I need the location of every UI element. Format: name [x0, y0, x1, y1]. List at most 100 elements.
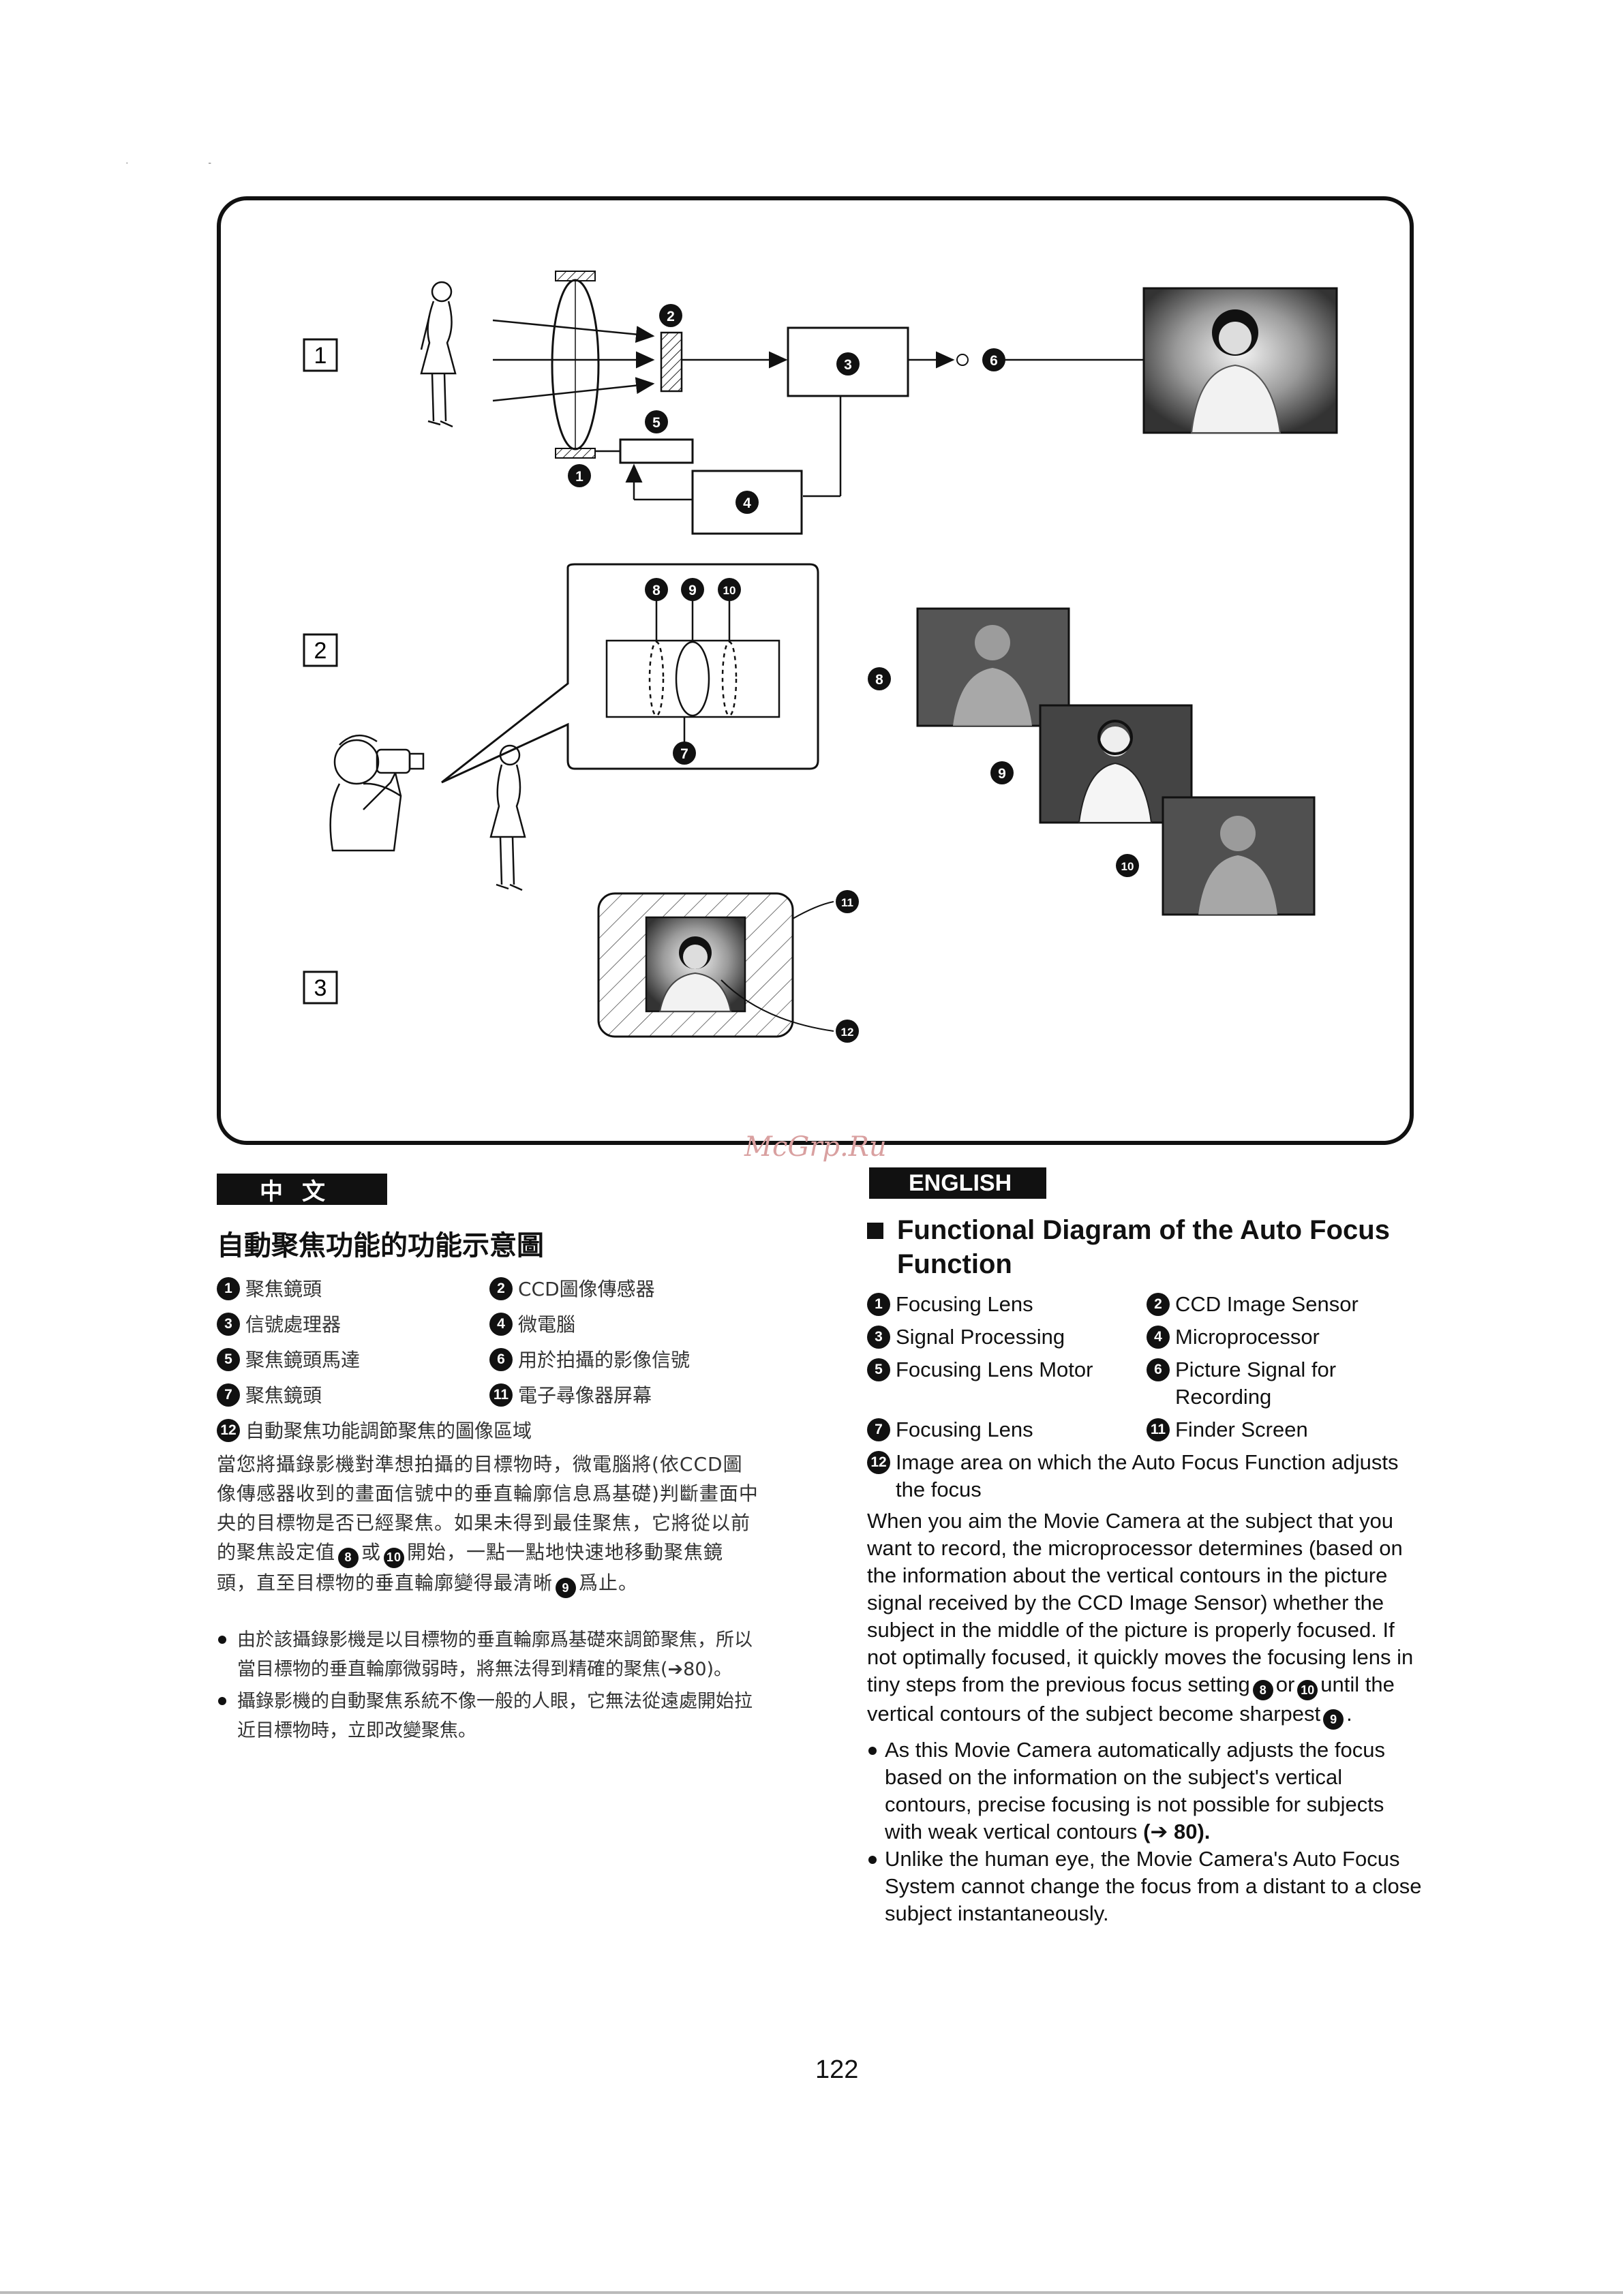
zh-note-text: 由於該攝錄影機是以目標物的垂直輪廓爲基礎來調節聚焦，所以當目標物的垂直輪廓微弱時…	[237, 1629, 753, 1680]
english-description: When you aim the Movie Camera at the sub…	[867, 1507, 1426, 1730]
english-notes: As this Movie Camera automatically adjus…	[867, 1736, 1426, 1927]
zh-legend-text: 自動聚焦功能調節聚焦的圖像區域	[245, 1420, 532, 1442]
row-label-2: 2	[303, 633, 338, 667]
number-badge: 8	[338, 1547, 359, 1568]
bullet-dot	[218, 1697, 226, 1705]
number-badge: 7	[217, 1383, 240, 1407]
marker-8-photo: 8	[868, 667, 891, 690]
focus-photo-9	[1039, 704, 1193, 824]
en-legend-item: 12 Image area on which the Auto Focus Fun…	[867, 1449, 1419, 1503]
number-badge: 10	[384, 1547, 405, 1568]
en-para-part: .	[1346, 1702, 1352, 1726]
focusing-lens-7	[605, 595, 780, 747]
marker-6-label: 6	[990, 353, 998, 369]
number-badge: 9	[1323, 1709, 1344, 1730]
number-badge: 12	[217, 1419, 240, 1442]
lens-motor-box	[619, 438, 694, 464]
focus-photo-8	[916, 607, 1070, 727]
en-legend-text: Picture Signal for Recording	[1175, 1358, 1337, 1409]
marker-12: 12	[836, 1020, 859, 1043]
chinese-section-header: 中文	[217, 1174, 387, 1205]
marker-4: 4	[735, 491, 759, 514]
number-badge: 8	[1252, 1680, 1273, 1700]
zh-note-text: 攝錄影機的自動聚焦系統不像一般的人眼，它無法從遠處開始拉近目標物時，立即改變聚焦…	[237, 1691, 753, 1741]
marker-5-label: 5	[652, 415, 661, 431]
en-legend-text: Image area on which the Auto Focus Funct…	[896, 1450, 1399, 1501]
marker-8-lens-label: 8	[652, 583, 661, 598]
en-legend-text: Focusing Lens	[896, 1292, 1033, 1316]
auto-focus-diagram: 1 2 3	[303, 271, 1338, 1043]
row-label-3: 3	[303, 970, 338, 1005]
number-badge: 4	[1147, 1326, 1170, 1349]
row-label-3-text: 3	[314, 975, 327, 1001]
subject-figure-1	[420, 281, 457, 428]
number-badge: 6	[489, 1348, 513, 1371]
watermark: McGrp.Ru	[744, 1131, 887, 1163]
number-badge: 3	[217, 1313, 240, 1336]
zh-legend-text: 聚焦鏡頭	[245, 1384, 322, 1407]
row-label-1-text: 1	[314, 343, 327, 369]
focusing-lens-1	[551, 271, 600, 459]
bullet-dot	[868, 1747, 877, 1755]
en-para-part: When you aim the Movie Camera at the sub…	[867, 1509, 1414, 1696]
lens-callout-bubble	[441, 563, 819, 784]
chinese-title: 自動聚焦功能的功能示意圖	[217, 1230, 544, 1261]
english-title-text: Functional Diagram of the Auto Focus Fun…	[897, 1215, 1390, 1279]
number-badge: 11	[1147, 1418, 1170, 1441]
zh-legend-text: 電子尋像器屏幕	[518, 1384, 652, 1407]
marker-10-photo: 10	[1116, 854, 1139, 877]
marker-5: 5	[645, 410, 668, 433]
number-badge: 9	[556, 1578, 577, 1598]
marker-2: 2	[659, 304, 682, 327]
zh-para-part: 開始，一點一點地快速地移動聚焦鏡頭，直至目標物的垂直輪廓變得最清晰	[217, 1541, 724, 1594]
marker-11-label: 11	[841, 896, 853, 909]
english-section-header: ENGLISH	[869, 1167, 1046, 1199]
zh-note: 由於該攝錄影機是以目標物的垂直輪廓爲基礎來調節聚焦，所以當目標物的垂直輪廓微弱時…	[217, 1625, 762, 1684]
scan-specks: · -	[125, 157, 212, 168]
marker-4-label: 4	[743, 495, 751, 511]
marker-8-photo-label: 8	[875, 672, 883, 688]
finder-screen	[597, 892, 834, 1038]
zh-legend-text: 聚焦鏡頭	[245, 1278, 322, 1300]
zh-para-part: 當您將攝錄影機對準想拍攝的目標物時，微電腦將(依CCD圖像傳感器收到的畫面信號中…	[217, 1453, 759, 1563]
scan-bottom-edge	[0, 2291, 1623, 2294]
number-badge: 10	[1297, 1680, 1318, 1700]
marker-12-label: 12	[841, 1026, 854, 1039]
number-badge: 5	[217, 1348, 240, 1371]
number-badge: 2	[1147, 1293, 1170, 1316]
en-note-text: Unlike the human eye, the Movie Camera's…	[885, 1847, 1422, 1925]
marker-7: 7	[673, 741, 696, 765]
en-legend-text: Signal Processing	[896, 1325, 1065, 1349]
marker-11: 11	[836, 890, 859, 913]
marker-6: 6	[982, 348, 1005, 371]
number-badge: 11	[489, 1383, 513, 1407]
marker-9-photo: 9	[990, 761, 1014, 784]
bullet-dot	[868, 1856, 877, 1864]
zh-legend-text: 微電腦	[518, 1313, 576, 1336]
light-rays	[492, 319, 655, 402]
focus-photo-10	[1162, 796, 1316, 916]
bullet-dot	[218, 1636, 226, 1644]
marker-3-label: 3	[844, 357, 852, 373]
english-title: Functional Diagram of the Auto Focus Fun…	[867, 1213, 1426, 1281]
en-legend-text: Microprocessor	[1175, 1325, 1320, 1349]
chinese-notes: 由於該攝錄影機是以目標物的垂直輪廓爲基礎來調節聚焦，所以當目標物的垂直輪廓微弱時…	[217, 1625, 762, 1745]
zh-legend-text: CCD圖像傳感器	[518, 1278, 655, 1300]
number-badge: 12	[867, 1451, 890, 1474]
number-badge: 4	[489, 1313, 513, 1336]
marker-1-label: 1	[575, 469, 583, 485]
zh-legend-text: 用於拍攝的影像信號	[518, 1349, 691, 1371]
zh-legend-text: 信號處理器	[245, 1313, 342, 1336]
